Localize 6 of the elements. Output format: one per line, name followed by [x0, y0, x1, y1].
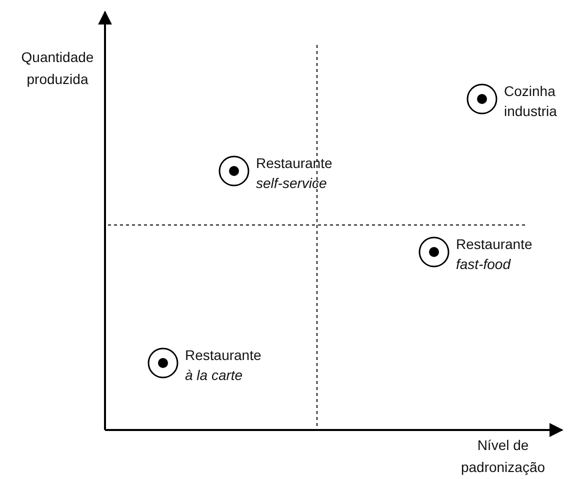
point-label: Restaurante fast-food [456, 235, 534, 274]
axis-title: Quantidade produzida [20, 48, 95, 89]
point-label: Restaurante self-service [256, 154, 334, 193]
point-label: Cozinha industria [504, 82, 558, 121]
axis-title: Nível de padronização [460, 436, 546, 477]
point-label: Restaurante à la carte [185, 346, 262, 385]
